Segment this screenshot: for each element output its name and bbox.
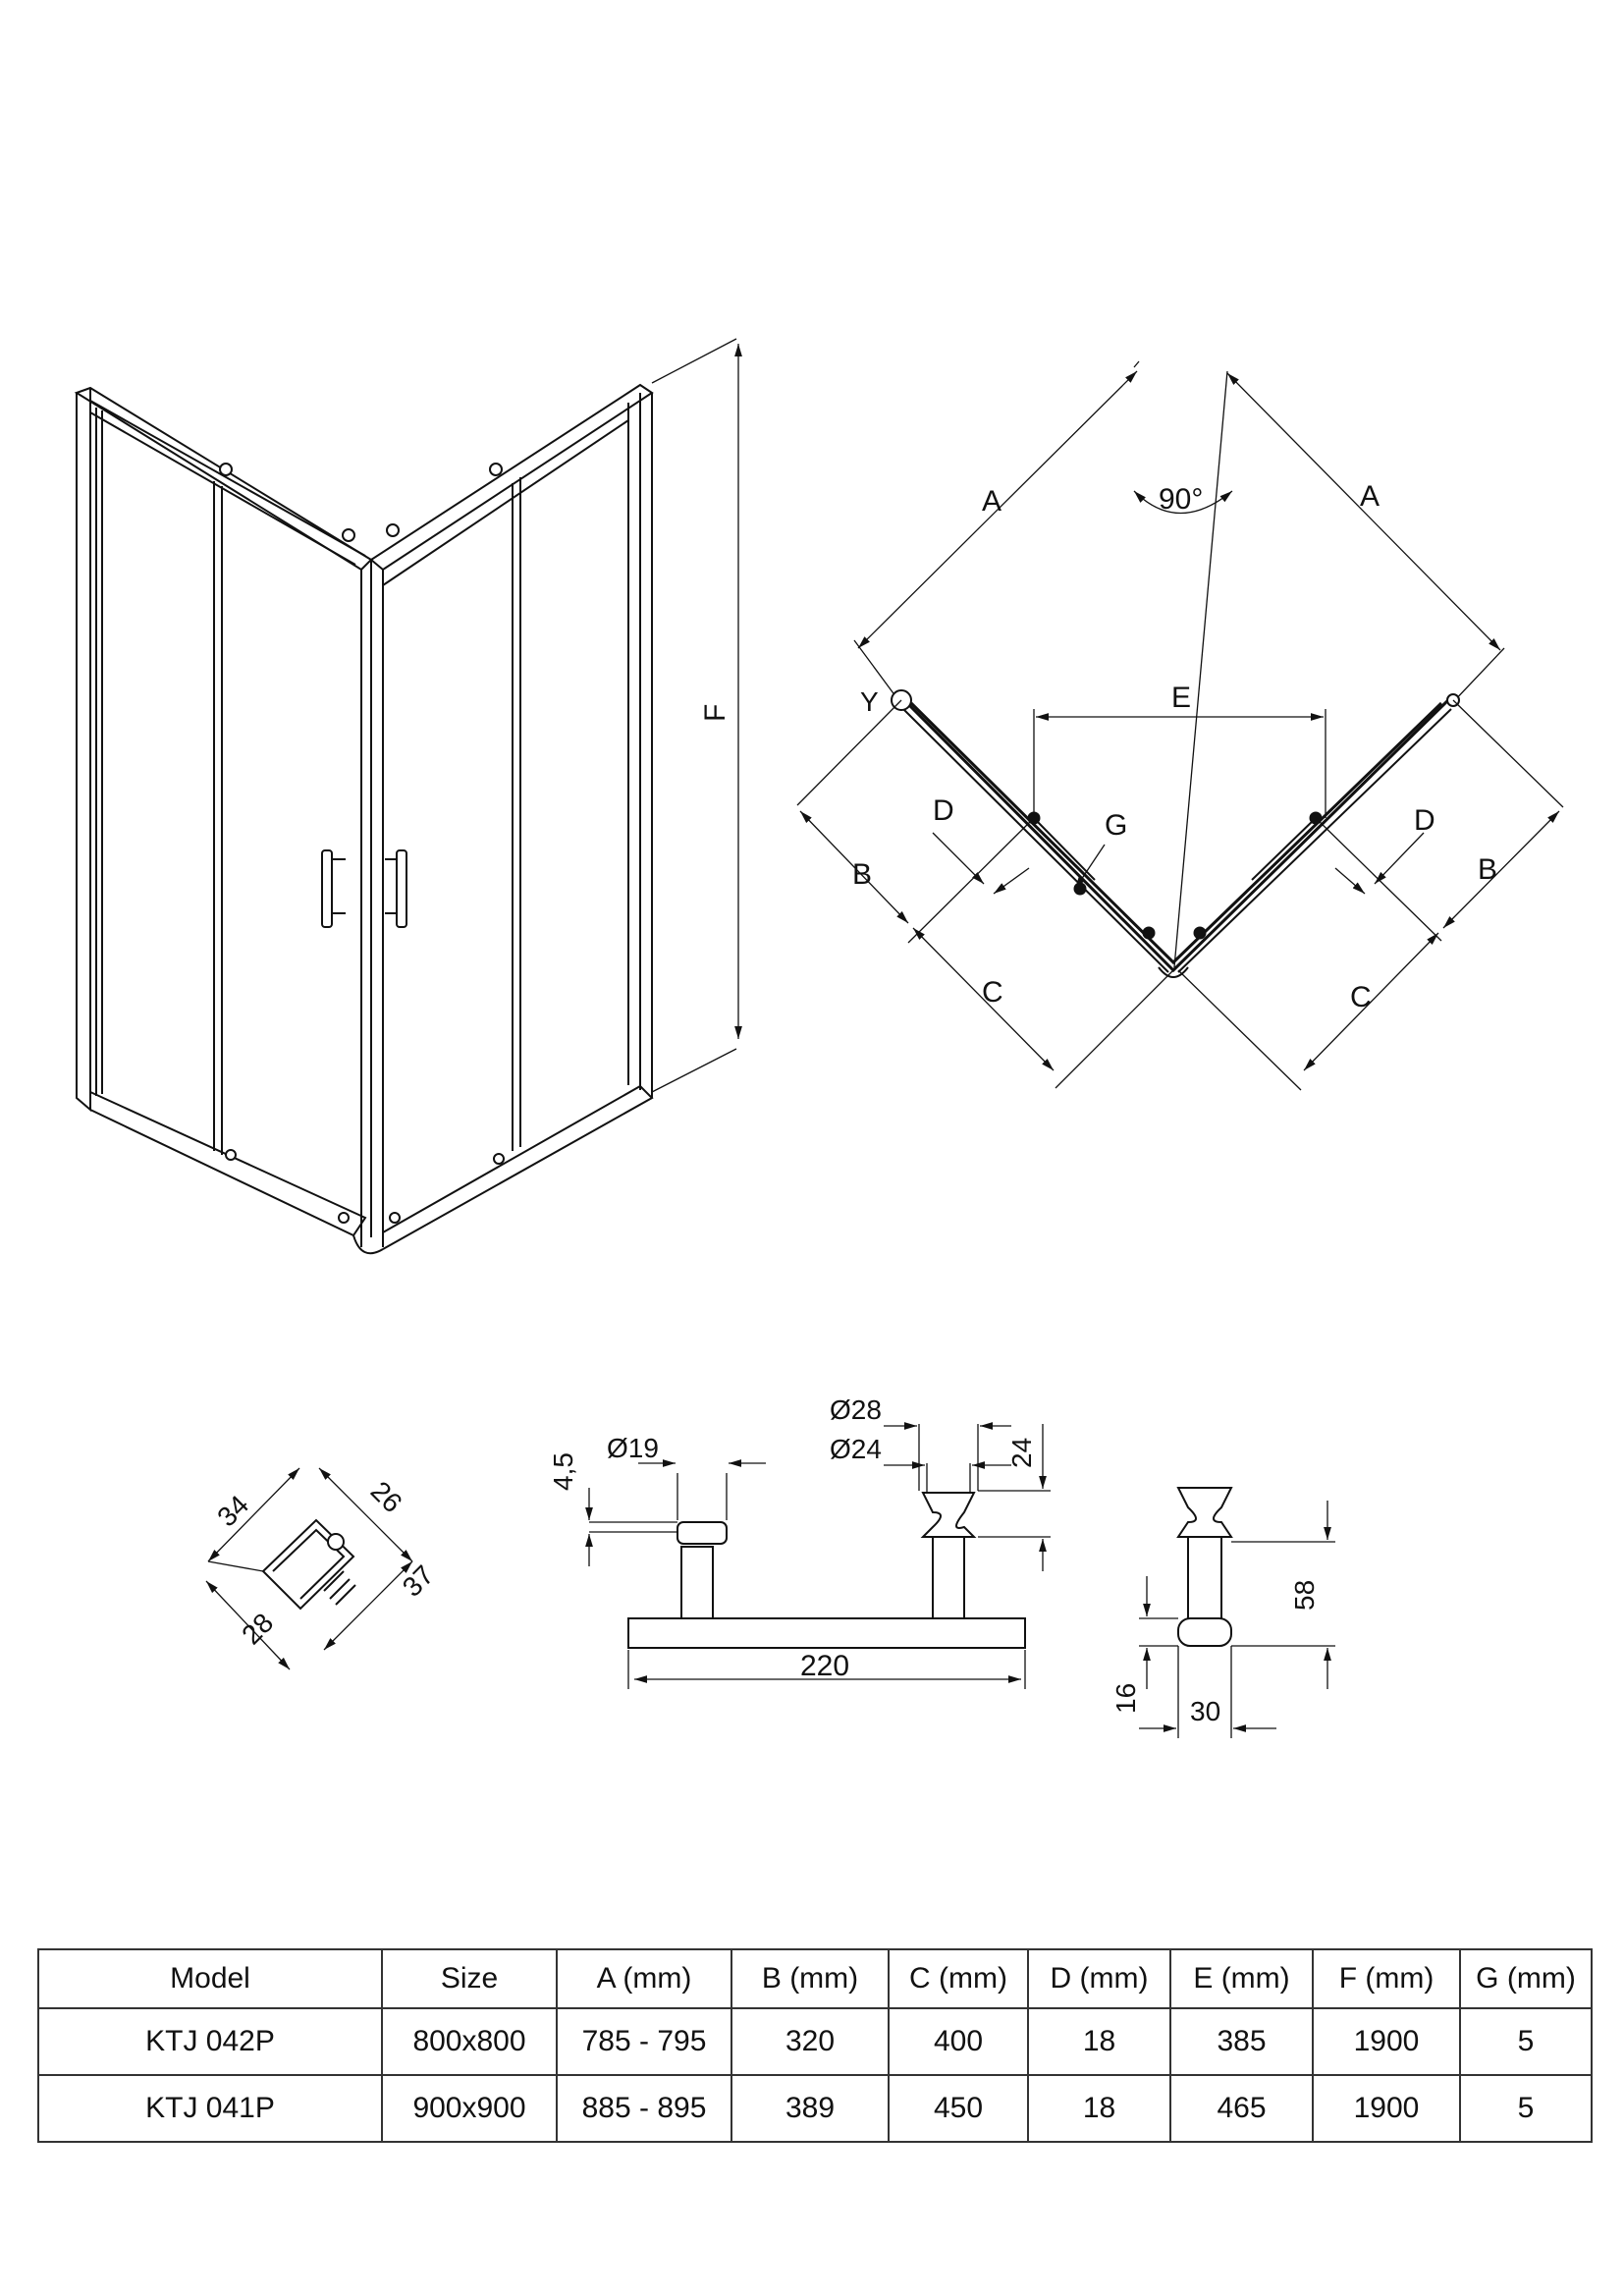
handle-dim-d19: Ø19 [607, 1433, 659, 1463]
cell-d: 18 [1027, 2074, 1171, 2143]
cell-f: 1900 [1312, 2074, 1461, 2143]
profile-dim-37: 37 [397, 1559, 440, 1603]
profile-dim-26: 26 [365, 1475, 408, 1518]
handle-dim-thickness: 4,5 [548, 1452, 578, 1491]
cell-size: 900x900 [381, 2074, 558, 2143]
dimension-label-b-right: B [1478, 853, 1497, 886]
cell-model: KTJ 041P [37, 2074, 383, 2143]
corner-plan-view: A A 90° Y [796, 360, 1564, 1091]
dimension-label-d-right: D [1414, 804, 1435, 837]
knob-dim-30: 30 [1190, 1696, 1220, 1726]
dimension-label-a-left: A [982, 485, 1001, 518]
knob-dim-16: 16 [1110, 1683, 1141, 1714]
table-row: KTJ 041P 900x900 885 - 895 389 450 18 46… [37, 2074, 1593, 2143]
header-a: A (mm) [556, 1948, 732, 2009]
dimensions-right: B C D [1177, 699, 1564, 1091]
cell-d: 18 [1027, 2007, 1171, 2076]
dimension-label-g: G [1105, 809, 1127, 842]
cell-c: 450 [888, 2074, 1029, 2143]
table-header-row: Model Size A (mm) B (mm) C (mm) D (mm) E… [37, 1948, 1593, 2009]
dimension-label-d-left: D [933, 794, 954, 827]
cell-g: 5 [1459, 2007, 1593, 2076]
cell-c: 400 [888, 2007, 1029, 2076]
bottom-rollers [225, 1149, 505, 1224]
profile-detail: 34 26 28 37 [205, 1467, 440, 1670]
cell-b: 320 [731, 2007, 890, 2076]
handle-dim-d24: Ø24 [830, 1434, 882, 1464]
left-panel [74, 386, 384, 1255]
cell-f: 1900 [1312, 2007, 1461, 2076]
dimension-label-a-right: A [1360, 480, 1380, 513]
header-c: C (mm) [888, 1948, 1029, 2009]
header-f: F (mm) [1312, 1948, 1461, 2009]
dimension-label-e: E [1171, 682, 1191, 714]
knob-dim-58: 58 [1289, 1580, 1320, 1611]
height-dimension: F [651, 338, 742, 1093]
cell-a: 885 - 895 [556, 2074, 732, 2143]
top-rollers [219, 463, 503, 542]
profile-dim-28: 28 [236, 1608, 279, 1651]
header-e: E (mm) [1169, 1948, 1314, 2009]
table-row: KTJ 042P 800x800 785 - 795 320 400 18 38… [37, 2007, 1593, 2076]
handle-detail: 220 4,5 Ø19 Ø28 Ø24 24 [548, 1394, 1051, 1689]
enclosure-elevation-view: F [74, 338, 742, 1255]
cell-g: 5 [1459, 2074, 1593, 2143]
dimensions-left: B C D G [796, 699, 1174, 1089]
handle-dim-220: 220 [800, 1650, 849, 1682]
cell-model: KTJ 042P [37, 2007, 383, 2076]
header-size: Size [381, 1948, 558, 2009]
knob-detail: 58 16 30 [1110, 1487, 1335, 1738]
cell-a: 785 - 795 [556, 2007, 732, 2076]
profile-dim-34: 34 [211, 1490, 254, 1533]
angle-indicator: 90° [1133, 483, 1233, 516]
door-handles [321, 849, 407, 928]
handle-dim-h24: 24 [1006, 1438, 1037, 1468]
header-g: G (mm) [1459, 1948, 1593, 2009]
dimension-label-c-right: C [1350, 981, 1372, 1013]
dimension-label-c-left: C [982, 976, 1003, 1009]
cell-size: 800x800 [381, 2007, 558, 2076]
cell-e: 465 [1169, 2074, 1314, 2143]
enclosure-walls [891, 689, 1460, 978]
cell-b: 389 [731, 2074, 890, 2143]
handle-dim-d28: Ø28 [830, 1394, 882, 1425]
dimension-e: E [1033, 682, 1326, 818]
specification-table: Model Size A (mm) B (mm) C (mm) D (mm) E… [37, 1948, 1593, 2143]
header-d: D (mm) [1027, 1948, 1171, 2009]
right-panel [369, 383, 654, 1250]
dimension-label-b-left: B [852, 858, 872, 891]
dimension-a: A A [853, 360, 1505, 968]
header-b: B (mm) [731, 1948, 890, 2009]
cell-e: 385 [1169, 2007, 1314, 2076]
angle-label: 90° [1159, 483, 1203, 516]
dimension-label-y: Y [860, 686, 879, 717]
dimension-label-f: F [699, 704, 731, 722]
header-model: Model [37, 1948, 383, 2009]
